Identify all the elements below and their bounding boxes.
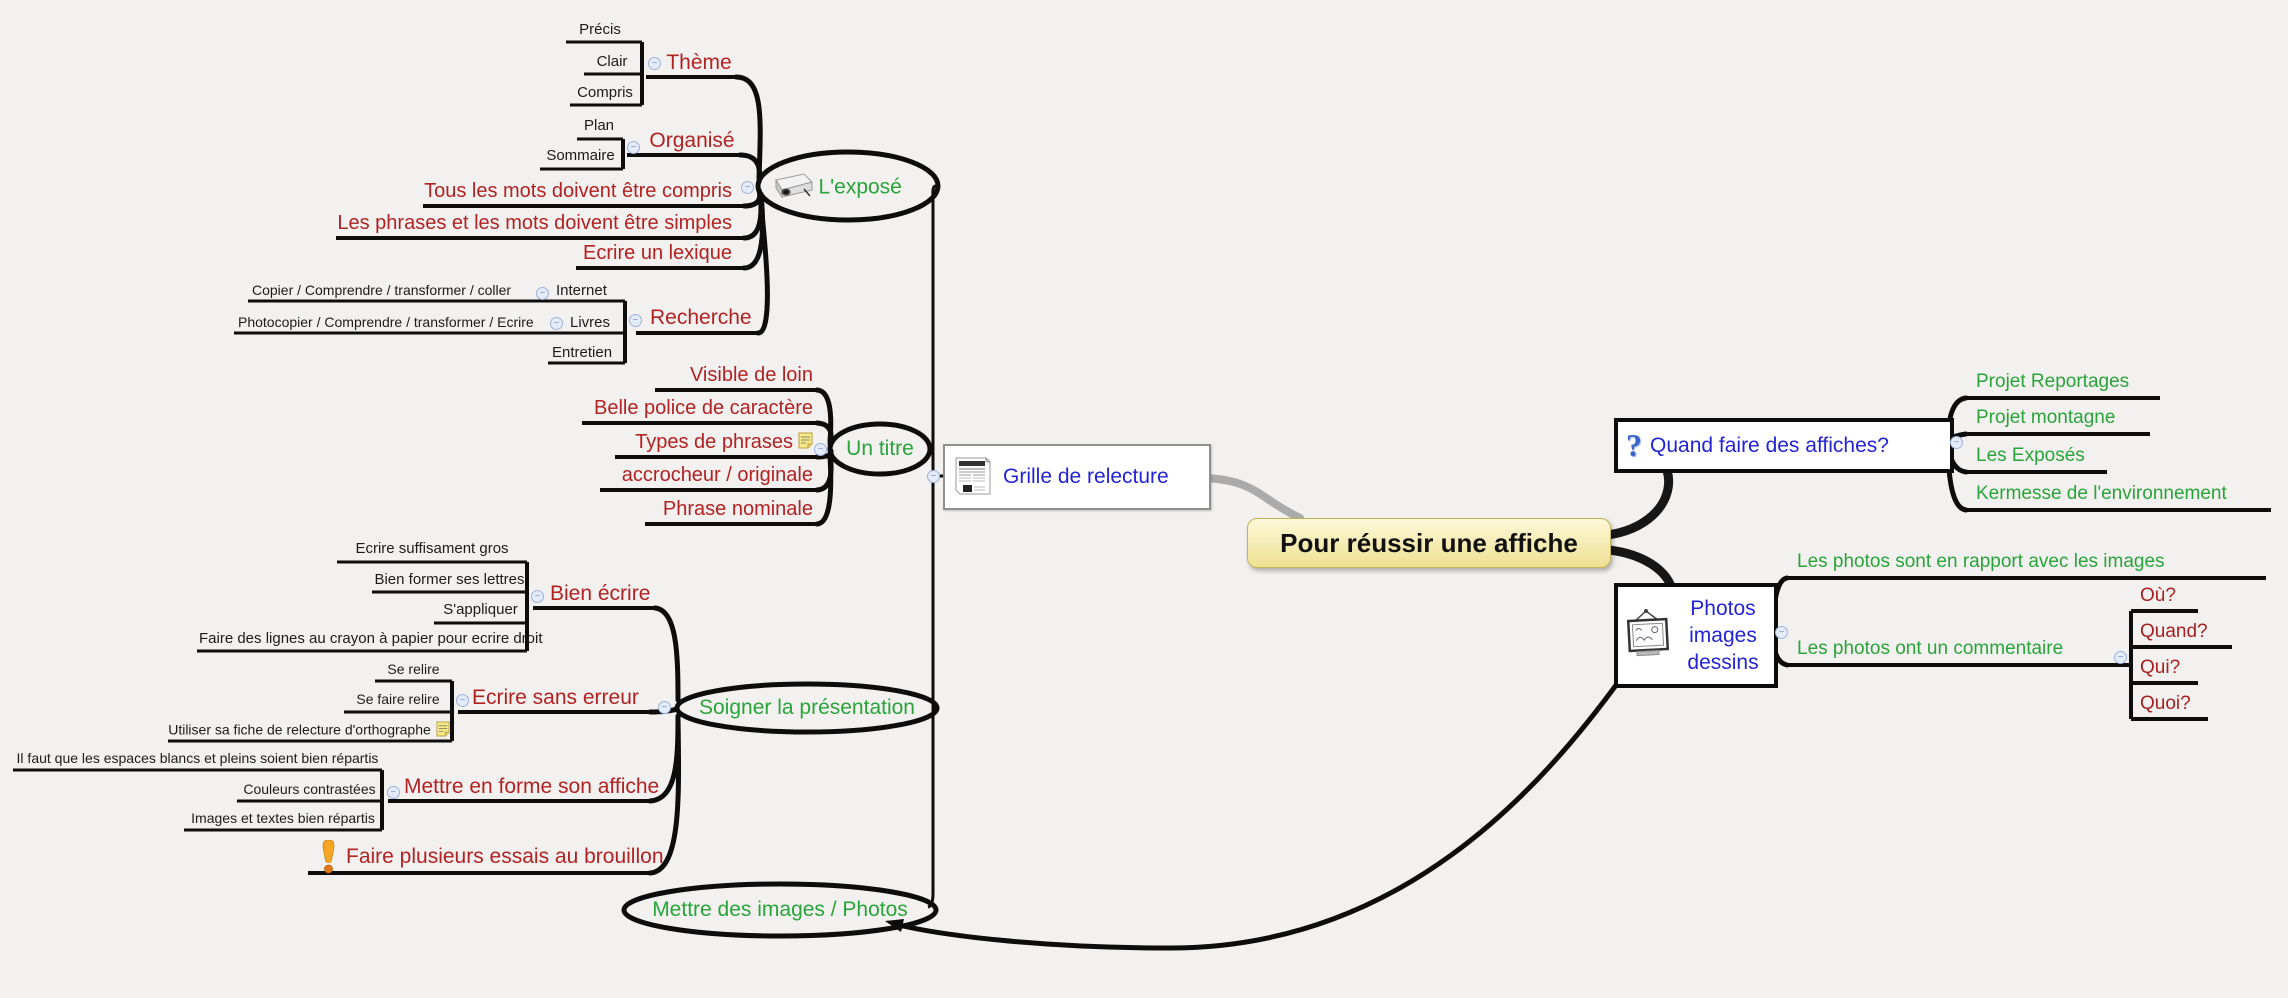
node-lignes-crayon[interactable]: Faire des lignes au crayon à papier pour… [199,630,543,647]
node-images-textes[interactable]: Images et textes bien répartis [191,810,375,826]
collapse-handle-organise[interactable]: − [627,141,640,154]
note-icon [798,432,813,454]
node-ellipses[interactable] [621,149,941,939]
node-sappliquer[interactable]: S'appliquer [443,601,518,618]
root-node[interactable]: Pour réussir une affiche [1247,518,1611,568]
node-tous-les-mots[interactable]: Tous les mots doivent être compris [424,180,732,202]
node-quand-label: Quand faire des affiches? [1650,433,1889,457]
node-clair[interactable]: Clair [596,53,628,70]
collapse-handle-quand[interactable]: − [1950,436,1963,449]
node-compris[interactable]: Compris [577,84,633,101]
node-precis[interactable]: Précis [579,21,621,38]
collapse-handle-sanserreur[interactable]: − [456,694,469,707]
collapse-handle-recherche[interactable]: − [629,314,642,327]
collapse-handle-commentaire[interactable]: − [2114,651,2127,664]
node-visible-de-loin[interactable]: Visible de loin [689,364,813,386]
node-quoi[interactable]: Quoi? [2140,693,2191,714]
node-types-label: Types de phrases [635,431,793,453]
node-se-relire[interactable]: Se relire [387,661,440,677]
node-photos-commentaire[interactable]: Les photos ont un commentaire [1797,638,2064,659]
note-icon [436,721,450,741]
node-quand-faire-affiches[interactable]: ? Quand faire des affiches? [1614,418,1954,473]
photos-line3: dessins [1687,651,1759,675]
node-photos-rapport[interactable]: Les photos sont en rapport avec les imag… [1797,551,2165,572]
collapse-handle-grille[interactable]: − [927,470,940,483]
node-belle-police[interactable]: Belle police de caractère [593,397,813,419]
question-mark-icon: ? [1626,427,1642,463]
arrow-link [885,671,1628,951]
collapse-handle-bienecrire[interactable]: − [531,590,544,603]
node-entretien[interactable]: Entretien [552,344,613,361]
picture-frame-icon [1622,606,1672,665]
node-mettre-images-photos[interactable]: Mettre des images / Photos [652,898,908,921]
exclamation-icon [320,839,337,879]
node-soigner-presentation[interactable]: Soigner la présentation [699,696,915,719]
node-photocopier[interactable]: Photocopier / Comprendre / transformer /… [238,314,534,330]
node-photos-labels: Photos images dessins [1672,595,1774,677]
node-plan[interactable]: Plan [583,117,615,134]
grille-root-edge [1200,474,1304,522]
node-se-faire-relire[interactable]: Se faire relire [356,691,440,707]
node-essais-brouillon[interactable]: Faire plusieurs essais au brouillon [346,845,664,868]
collapse-handle-theme[interactable]: − [648,57,661,70]
node-ecrire-gros[interactable]: Ecrire suffisament gros [355,540,509,557]
node-quand-q[interactable]: Quand? [2140,621,2208,642]
node-internet[interactable]: Internet [556,282,607,299]
photos-line1: Photos [1690,596,1756,620]
node-photos-images-dessins[interactable]: Photos images dessins [1614,583,1778,688]
small-node-underlines [13,40,642,832]
node-ou[interactable]: Où? [2140,585,2176,606]
node-couleurs-contrastees[interactable]: Couleurs contrastées [243,781,376,797]
photos-line2: images [1689,623,1757,647]
node-theme[interactable]: Thème [666,51,732,74]
collapse-handle-photos[interactable]: − [1775,626,1788,639]
node-espaces-repartis[interactable]: Il faut que les espaces blancs et pleins… [16,750,379,766]
node-kermesse[interactable]: Kermesse de l'environnement [1976,483,2227,504]
node-bien-ecrire[interactable]: Bien écrire [550,582,651,605]
node-types-de-phrases[interactable]: Types de phrases [617,431,813,454]
node-fiche-label: Utiliser sa fiche de relecture d'orthogr… [168,721,431,738]
node-grille-label: Grille de relecture [1003,465,1169,488]
node-expose-label: L'exposé [818,175,902,199]
node-mettre-en-forme[interactable]: Mettre en forme son affiche [404,775,660,798]
node-livres[interactable]: Livres [570,314,611,331]
node-copier[interactable]: Copier / Comprendre / transformer / coll… [252,282,512,298]
collapse-handle-livres[interactable]: − [550,317,563,330]
node-fiche-relecture[interactable]: Utiliser sa fiche de relecture d'orthogr… [166,721,452,741]
bracket-curves [647,74,1969,876]
collapse-handle-soigner[interactable]: − [658,701,671,714]
node-organise[interactable]: Organisé [649,129,735,152]
collapse-handle-internet[interactable]: − [536,287,549,300]
main-node-underlines [308,75,2271,875]
node-recherche[interactable]: Recherche [650,306,752,329]
node-les-exposes[interactable]: Les Exposés [1976,445,2085,466]
node-projet-montagne[interactable]: Projet montagne [1976,407,2116,428]
projector-icon [770,166,814,209]
node-projet-reportages[interactable]: Projet Reportages [1976,371,2130,392]
collapse-handle-expose[interactable]: − [741,181,754,194]
node-grille-de-relecture[interactable]: Grille de relecture [943,444,1211,510]
node-un-titre[interactable]: Un titre [846,437,914,460]
node-sommaire[interactable]: Sommaire [546,147,615,164]
collapse-handle-untitre[interactable]: − [814,443,827,456]
collapse-handle-mettreforme[interactable]: − [387,786,400,799]
node-ecrire-sans-erreur[interactable]: Ecrire sans erreur [472,686,639,709]
node-former-lettres[interactable]: Bien former ses lettres [374,571,525,588]
node-expose[interactable]: L'exposé [770,166,930,209]
node-ecrire-lexique[interactable]: Ecrire un lexique [583,242,732,264]
trunk-line [927,184,943,909]
node-phrase-nominale[interactable]: Phrase nominale [662,498,813,520]
node-accrocheur[interactable]: accrocheur / originale [621,464,813,486]
newspaper-icon [953,453,993,502]
node-phrases-simples[interactable]: Les phrases et les mots doivent être sim… [337,212,732,234]
node-qui[interactable]: Qui? [2140,657,2181,678]
